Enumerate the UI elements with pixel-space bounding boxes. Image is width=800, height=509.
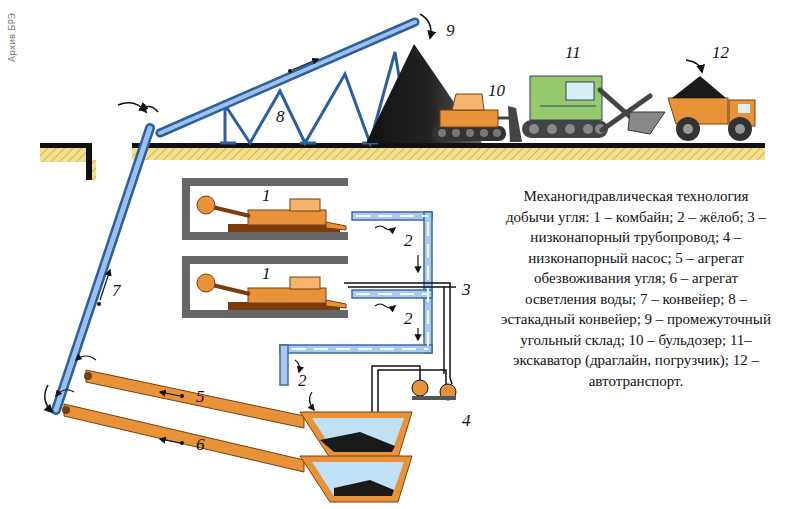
callout-number: 9 xyxy=(446,22,455,39)
caption-text: Механогидравлическая технология добычи у… xyxy=(500,186,772,391)
callout-number: 7 xyxy=(112,282,121,299)
callout-number: 2 xyxy=(404,232,413,249)
callout-number: 2 xyxy=(298,372,307,389)
callout-number: 5 xyxy=(196,388,205,405)
watermark: Архив БРЭ xyxy=(8,13,17,62)
callout-number: 11 xyxy=(565,44,581,61)
callout-number: 2 xyxy=(404,310,413,327)
callout-number: 12 xyxy=(712,44,729,61)
callout-number: 3 xyxy=(462,281,471,298)
callout-number: 1 xyxy=(262,187,271,204)
callout-number: 10 xyxy=(488,82,505,99)
callout-number: 4 xyxy=(462,412,471,429)
callout-number: 1 xyxy=(262,265,271,282)
callout-number: 6 xyxy=(196,436,205,453)
callout-number: 8 xyxy=(276,108,285,125)
